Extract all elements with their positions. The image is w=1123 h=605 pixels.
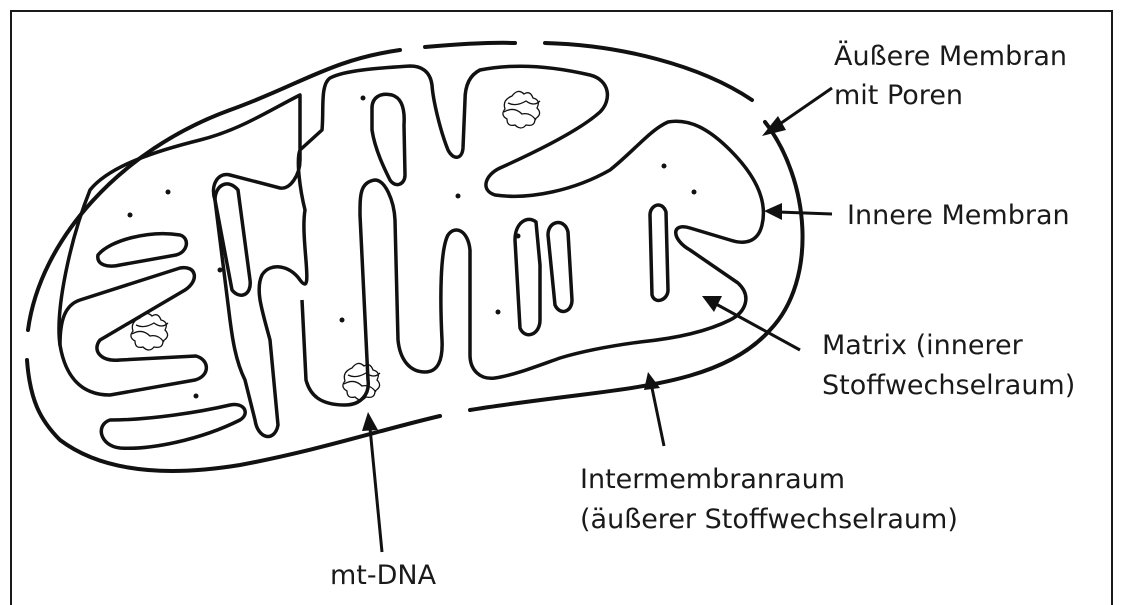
- granule: [128, 213, 133, 218]
- arrow-intermembrane: [652, 388, 664, 446]
- granule: [496, 310, 501, 315]
- crista-4: [101, 405, 245, 449]
- granule: [456, 194, 461, 199]
- label-matrix-line1: Matrix (innerer: [822, 330, 1024, 361]
- label-mt-dna: mt-DNA: [330, 560, 437, 591]
- inner-membrane: [59, 66, 763, 436]
- arrow-mt-dna-head: [362, 412, 378, 431]
- arrow-mt-dna: [370, 428, 382, 552]
- crista-2: [98, 234, 187, 266]
- label-outer-membrane-line1: Äußere Membran: [834, 40, 1067, 72]
- granule: [361, 96, 366, 101]
- outer-membrane-right: [470, 122, 803, 410]
- mt-dna-loop-3: [343, 363, 380, 400]
- crista-7: [548, 223, 572, 312]
- label-intermembrane-line1: Intermembranraum: [580, 464, 845, 495]
- granule: [194, 394, 199, 399]
- mt-dna-loop-2: [503, 91, 540, 128]
- granule: [218, 268, 223, 273]
- crista-5: [372, 94, 405, 184]
- granule: [166, 190, 171, 195]
- matrix-granules: [128, 96, 697, 399]
- outer-membrane: [27, 43, 803, 471]
- granule: [516, 234, 521, 239]
- arrow-inner-membrane-head: [764, 203, 782, 220]
- granule: [662, 164, 667, 169]
- arrow-outer-membrane: [774, 88, 832, 128]
- granule: [340, 318, 345, 323]
- label-outer-membrane-line2: mit Poren: [834, 80, 963, 111]
- arrow-intermembrane-head: [644, 372, 660, 390]
- granule: [692, 190, 697, 195]
- arrow-inner-membrane: [778, 212, 832, 214]
- outer-membrane-top-2: [425, 43, 515, 47]
- crista-8: [650, 205, 668, 300]
- label-intermembrane-line2: (äußerer Stoffwechselraum): [580, 504, 958, 535]
- label-matrix-line2: Stoffwechselraum): [822, 370, 1075, 401]
- label-inner-membrane: Innere Membran: [847, 200, 1070, 231]
- mt-dna-loops: [131, 91, 540, 400]
